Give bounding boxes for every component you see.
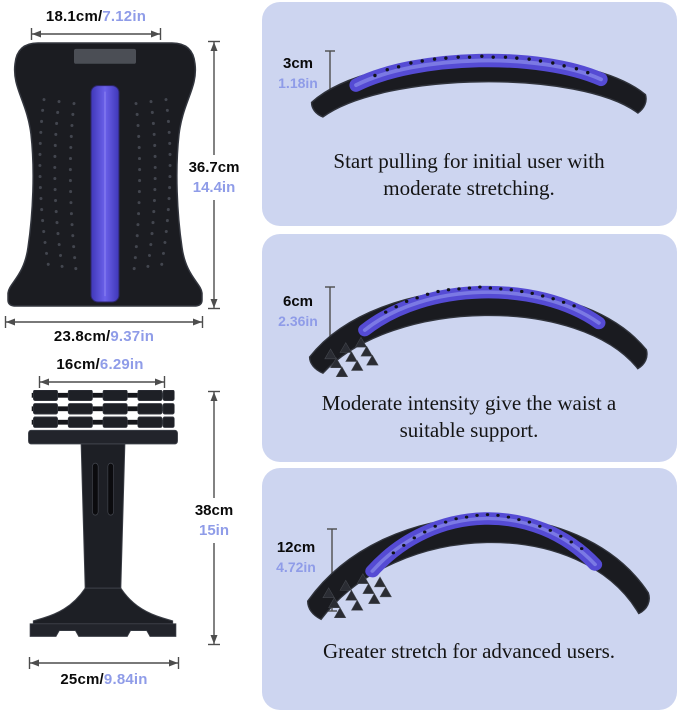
dim-cm: 12cm [276,539,316,556]
stretch-level-panel-medium: 6cm 2.36in Moderate intensity give the w… [262,234,677,462]
dim-cm: 6cm [282,293,314,310]
top-plate [28,429,178,445]
massage-dots [38,98,172,276]
adjust-slot [92,462,99,516]
dim-in: 14.4in [192,178,236,196]
dim-cm: 23.8cm/ [53,328,111,345]
base-top-width-label: 16cm/6.29in [25,356,175,373]
stretch-level-panel-low: 3cm 1.18in Start pulling for initial use… [262,2,677,226]
dim-cm: 3cm [282,55,314,72]
spike-dots [373,54,590,78]
panel-caption: Start pulling for initial user with mode… [333,149,605,200]
hook-rows [31,390,175,428]
stretcher-side-view-low [310,53,647,118]
adjust-slot [107,462,114,516]
dim-cm: 38cm [194,502,234,519]
dim-in: 7.12in [102,8,147,25]
dim-in: 4.72in [276,558,316,575]
base-spikes [322,573,392,618]
dim-in: 6.29in [99,356,144,373]
panel-caption: Moderate intensity give the waist a suit… [321,391,617,442]
arch-height-label: 12cm 4.72in [268,538,324,576]
board-top-width-label: 18.1cm/7.12in [20,8,172,25]
back-stretcher-top-view [7,42,203,307]
dim-in: 9.84in [103,671,148,688]
stretcher-side-view-medium [308,285,648,378]
stretcher-side-view-high [306,512,650,621]
base-height-label: 38cm 15in [182,498,246,543]
base-flare [32,587,174,625]
arch-height-label: 6cm 2.36in [270,292,326,330]
dim-in: 1.18in [278,74,318,91]
board-bottom-width-label: 23.8cm/9.37in [2,328,206,345]
stem [80,443,126,589]
base-bottom-width-label: 25cm/9.84in [2,671,206,688]
back-stretcher-base-view [28,390,178,637]
horizontal-dimension-arrow [28,657,180,669]
dim-in: 15in [198,521,229,539]
spike-dots [384,285,576,314]
spike-dots [391,513,584,555]
horizontal-dimension-arrow [38,376,166,388]
base-spikes [324,336,379,378]
dim-cm: 36.7cm [188,159,240,176]
horizontal-dimension-arrow [30,28,162,40]
dim-in: 2.36in [278,312,318,329]
panel-caption: Greater stretch for advanced users. [322,639,616,663]
board-height-label: 36.7cm 14.4in [180,155,248,200]
foot [29,623,177,637]
label-plate [74,48,136,64]
arch-height-label: 3cm 1.18in [270,54,326,92]
dim-cm: 25cm/ [60,671,104,688]
dim-in: 9.37in [110,328,155,345]
dim-cm: 18.1cm/ [45,8,103,25]
dim-cm: 16cm/ [56,356,100,373]
stretch-level-panel-high: 12cm 4.72in Greater stretch for advanced… [262,468,677,710]
horizontal-dimension-arrow [4,316,204,328]
